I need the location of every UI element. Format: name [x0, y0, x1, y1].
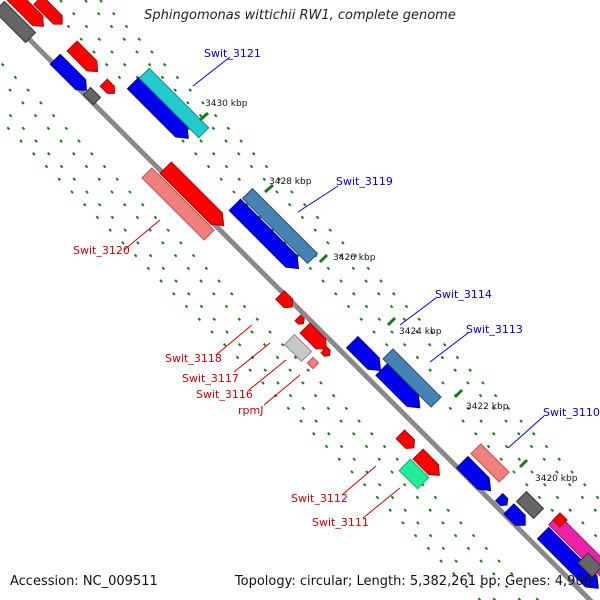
label-leader — [297, 185, 339, 213]
label-leader — [507, 415, 545, 449]
label-leader — [215, 324, 253, 356]
gene-feature-swit3112[interactable] — [395, 429, 418, 452]
tick-mark — [453, 388, 464, 399]
gene-label-swit3114[interactable]: Swit_3114 — [435, 288, 492, 301]
gene-label-swit3110[interactable]: Swit_3110 — [543, 406, 600, 419]
tick-label: 3420 kbp — [535, 474, 578, 484]
gene-feature-swit3119[interactable] — [241, 187, 319, 265]
gene-feature-blue-small[interactable] — [494, 492, 511, 509]
gene-feature-rpmj[interactable] — [306, 356, 320, 370]
gene-feature-swit3121[interactable] — [138, 67, 210, 139]
tick-label: 3428 kbp — [269, 177, 312, 187]
gene-feature-blue[interactable] — [503, 503, 530, 530]
tick-label: 3426 kbp — [333, 253, 376, 263]
tick-label: 3430 kbp — [205, 99, 248, 109]
gene-feature-red[interactable] — [99, 78, 118, 97]
gene-feature-gray[interactable] — [82, 86, 102, 106]
label-leader — [248, 359, 287, 391]
label-leader — [123, 219, 161, 251]
gene-feature-red[interactable] — [6, 0, 48, 31]
forward-gene-labels: Swit_3121 Swit_3119 Swit_3114 Swit_3113 … — [192, 47, 600, 449]
gene-feature-blue[interactable] — [455, 455, 497, 497]
label-leader — [362, 487, 401, 519]
gene-feature-red[interactable] — [33, 0, 67, 28]
tick-mark — [199, 111, 209, 122]
gene-feature-swit3113[interactable] — [382, 348, 442, 408]
genome-summary-text: Topology: circular; Length: 5,382,261 bp… — [234, 574, 592, 589]
gene-feature-swit3110[interactable] — [470, 443, 510, 483]
gene-feature-red[interactable] — [66, 40, 102, 76]
accession-text: Accession: NC_009511 — [10, 574, 158, 589]
gene-feature-gray[interactable] — [577, 552, 600, 578]
label-leader — [399, 297, 437, 326]
gene-feature-blue[interactable] — [49, 53, 91, 95]
tick-label: 3422 kbp — [466, 402, 509, 412]
gene-feature-gray[interactable] — [515, 490, 545, 520]
label-leader — [233, 342, 271, 373]
gene-label-swit3111[interactable]: Swit_3111 — [312, 516, 369, 529]
gene-label-rpmj[interactable]: rpmJ — [238, 404, 263, 417]
tick-label: 3424 kbp — [399, 327, 442, 337]
label-leader — [341, 465, 377, 496]
gene-label-swit3118[interactable]: Swit_3118 — [165, 352, 222, 365]
gene-feature-red-small[interactable] — [294, 314, 306, 326]
label-leader — [429, 332, 469, 363]
gene-feature-blue[interactable] — [228, 198, 304, 274]
gene-feature-gray[interactable] — [0, 0, 37, 44]
reverse-gene-labels: Swit_3120 Swit_3118 Swit_3117 Swit_3116 … — [73, 219, 401, 529]
tick-marks: 3430 kbp 3428 kbp 3426 kbp 3424 kbp 3422… — [199, 99, 578, 484]
gene-feature-swit3117[interactable] — [299, 322, 331, 354]
gene-label-swit3121[interactable]: Swit_3121 — [204, 47, 261, 60]
label-leader — [263, 374, 301, 406]
gene-label-swit3112[interactable]: Swit_3112 — [291, 492, 348, 505]
gene-label-swit3120[interactable]: Swit_3120 — [73, 244, 130, 257]
gene-feature-swit3118[interactable] — [275, 290, 297, 312]
tick-mark — [318, 253, 329, 264]
gene-feature-swit3116[interactable] — [283, 333, 313, 363]
tick-mark — [518, 458, 529, 469]
label-leader — [192, 56, 231, 87]
gene-feature-swit3111[interactable] — [398, 458, 430, 490]
gene-feature-blue[interactable] — [345, 335, 387, 377]
gene-feature-red[interactable] — [412, 448, 444, 480]
gene-feature-swit3114[interactable] — [375, 363, 425, 413]
gene-label-swit3113[interactable]: Swit_3113 — [466, 323, 523, 336]
tick-mark — [386, 316, 397, 327]
gene-feature-red[interactable] — [159, 161, 229, 231]
tick-mark — [264, 183, 274, 194]
gene-feature-red-small[interactable] — [552, 512, 568, 528]
genome-title: Sphingomonas wittichii RW1, complete gen… — [144, 8, 456, 23]
gene-label-swit3116[interactable]: Swit_3116 — [196, 388, 253, 401]
gene-label-swit3117[interactable]: Swit_3117 — [182, 372, 239, 385]
gene-feature-swit3120[interactable] — [141, 167, 215, 241]
gene-feature-red-small[interactable] — [320, 346, 332, 358]
gene-label-swit3119[interactable]: Swit_3119 — [336, 175, 393, 188]
